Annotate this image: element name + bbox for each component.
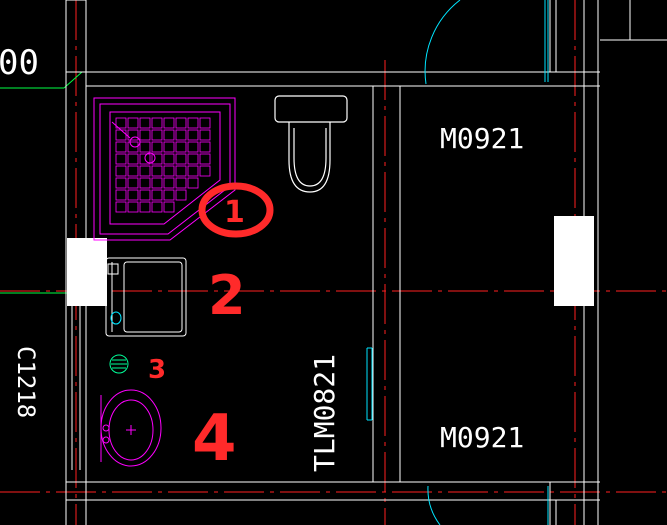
shower-tile (115, 129, 127, 141)
shower-tile (187, 129, 199, 141)
shower-tile (163, 153, 175, 165)
shower-tile (127, 141, 139, 153)
toilet (274, 95, 348, 193)
shower-tile (139, 141, 151, 153)
washing-machine (105, 257, 187, 337)
shower-tile (139, 177, 151, 189)
shower-tile (115, 165, 127, 177)
room-label-bottom: M0921 (440, 421, 524, 454)
annotation-4: 4 (192, 402, 237, 476)
shower-tray (93, 97, 236, 241)
shower-tile (127, 129, 139, 141)
shower-tile (199, 165, 211, 177)
shower-tile (199, 129, 211, 141)
partial-label-top-left: 00 (0, 43, 39, 83)
shower-tile (139, 153, 151, 165)
annotation-circle-1 (198, 182, 274, 238)
door-swings (366, 0, 549, 525)
shower-tile (151, 141, 163, 153)
floor-drain (109, 354, 129, 374)
shower-tile (127, 165, 139, 177)
door-label-vertical: TLM0821 (308, 354, 341, 472)
annotation-3: 3 (148, 355, 166, 385)
shower-tile (163, 201, 175, 213)
shower-tile (175, 189, 187, 201)
shower-tile (115, 117, 127, 129)
wash-basin (100, 389, 162, 467)
shower-tile (175, 177, 187, 189)
shower-tile (139, 117, 151, 129)
shower-tile (139, 189, 151, 201)
room-label-top: M0921 (440, 122, 524, 155)
shower-tile (199, 141, 211, 153)
shower-tile (175, 165, 187, 177)
shower-tile (187, 141, 199, 153)
shower-tile (115, 153, 127, 165)
shower-tile-grid (115, 117, 211, 213)
shower-tile (187, 177, 199, 189)
shower-tile (199, 117, 211, 129)
shower-tile (175, 141, 187, 153)
window-block-right (554, 216, 594, 306)
shower-tile (139, 201, 151, 213)
shower-tile (151, 165, 163, 177)
shower-tile (115, 201, 127, 213)
shower-tile (151, 201, 163, 213)
shower-tile (163, 177, 175, 189)
shower-tile (187, 165, 199, 177)
shower-tile (139, 165, 151, 177)
window-block-left (67, 238, 107, 306)
shower-tile (151, 129, 163, 141)
shower-tile (163, 189, 175, 201)
shower-tile (151, 117, 163, 129)
shower-tile (199, 153, 211, 165)
shower-tile (127, 117, 139, 129)
shower-tile (187, 117, 199, 129)
shower-tile (163, 117, 175, 129)
shower-tile (163, 141, 175, 153)
walls (65, 0, 667, 525)
shower-tile (163, 165, 175, 177)
shower-tile (127, 189, 139, 201)
shower-tile (127, 153, 139, 165)
dimension-lines (0, 71, 83, 294)
shower-tile (115, 177, 127, 189)
shower-tile (151, 177, 163, 189)
shower-tile (139, 129, 151, 141)
annotation-1: 1 (224, 195, 245, 230)
shower-tile (163, 129, 175, 141)
shower-tile (175, 153, 187, 165)
window-label-left: C1218 (12, 346, 40, 418)
shower-tile (151, 189, 163, 201)
annotation-2: 2 (208, 264, 246, 327)
shower-tile (151, 153, 163, 165)
shower-tile (127, 177, 139, 189)
shower-tile (115, 141, 127, 153)
shower-tile (115, 189, 127, 201)
shower-tile (127, 201, 139, 213)
shower-tile (175, 117, 187, 129)
shower-tile (175, 129, 187, 141)
shower-tile (187, 153, 199, 165)
